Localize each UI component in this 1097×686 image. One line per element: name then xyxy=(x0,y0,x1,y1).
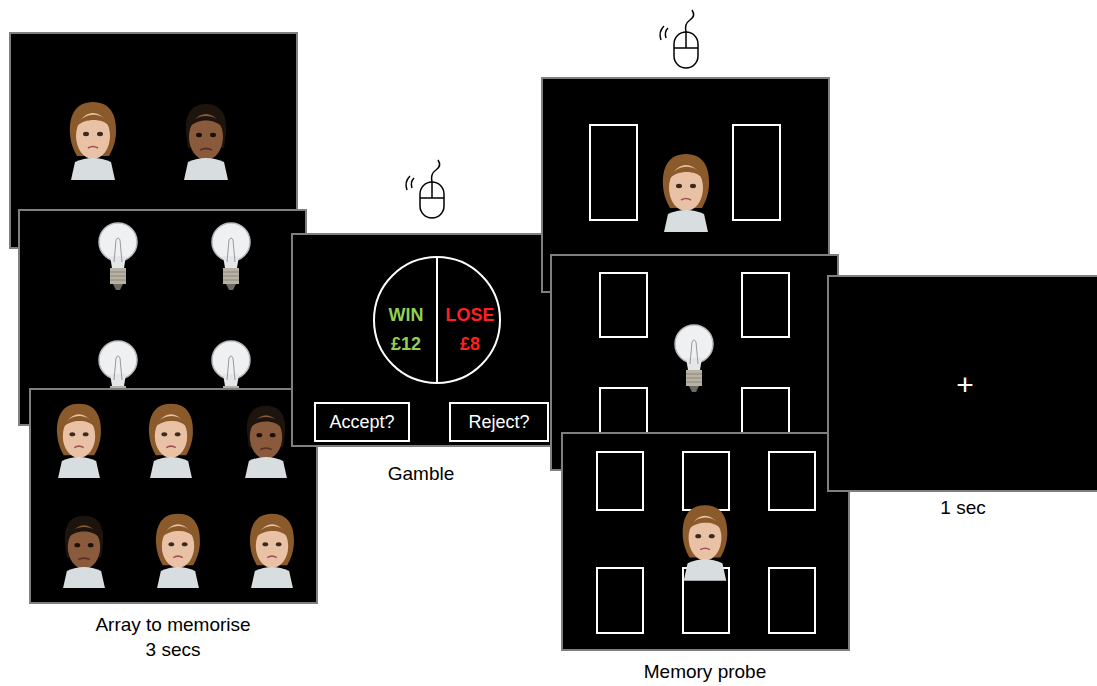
screen-caption: Gamble xyxy=(388,463,455,485)
face xyxy=(250,514,294,588)
reject-button: Reject? xyxy=(449,402,549,442)
face xyxy=(683,505,728,580)
placeholder-boxes xyxy=(597,452,815,633)
win-amount: £12 xyxy=(391,334,421,355)
probe-caption: Memory probe xyxy=(644,661,767,683)
placeholder-boxes xyxy=(600,273,789,452)
screen xyxy=(542,78,829,292)
fixation-screen: +1 sec xyxy=(827,275,1097,492)
array-caption: Array to memorise xyxy=(95,614,250,636)
gamble-wheel: WIN £12 LOSE £8 xyxy=(372,255,502,385)
face xyxy=(149,404,193,478)
placeholder-boxes xyxy=(590,125,780,220)
face xyxy=(184,104,228,180)
face xyxy=(63,516,105,588)
fixation-cross: + xyxy=(956,368,974,402)
bulb xyxy=(99,223,137,290)
duration-caption: 1 sec xyxy=(940,497,985,519)
face xyxy=(57,404,101,478)
mouse-icon xyxy=(406,160,444,218)
lose-amount: £8 xyxy=(460,334,480,355)
bulb xyxy=(212,223,250,290)
face xyxy=(663,154,709,232)
button-label: Reject? xyxy=(468,412,529,433)
mouse-icon xyxy=(660,10,698,68)
screen xyxy=(30,389,317,603)
bulb xyxy=(675,325,713,392)
duration-caption: 3 secs xyxy=(146,639,201,661)
screen xyxy=(562,433,849,650)
accept-button: Accept? xyxy=(314,402,410,442)
face xyxy=(245,406,287,478)
screen xyxy=(551,255,838,470)
lose-word: LOSE xyxy=(445,305,494,326)
win-word: WIN xyxy=(389,305,424,326)
gamble-screen: GambleWIN£12LOSE£8Accept?Reject? xyxy=(291,233,552,447)
face xyxy=(70,102,116,180)
button-label: Accept? xyxy=(329,412,394,433)
face xyxy=(156,514,200,588)
